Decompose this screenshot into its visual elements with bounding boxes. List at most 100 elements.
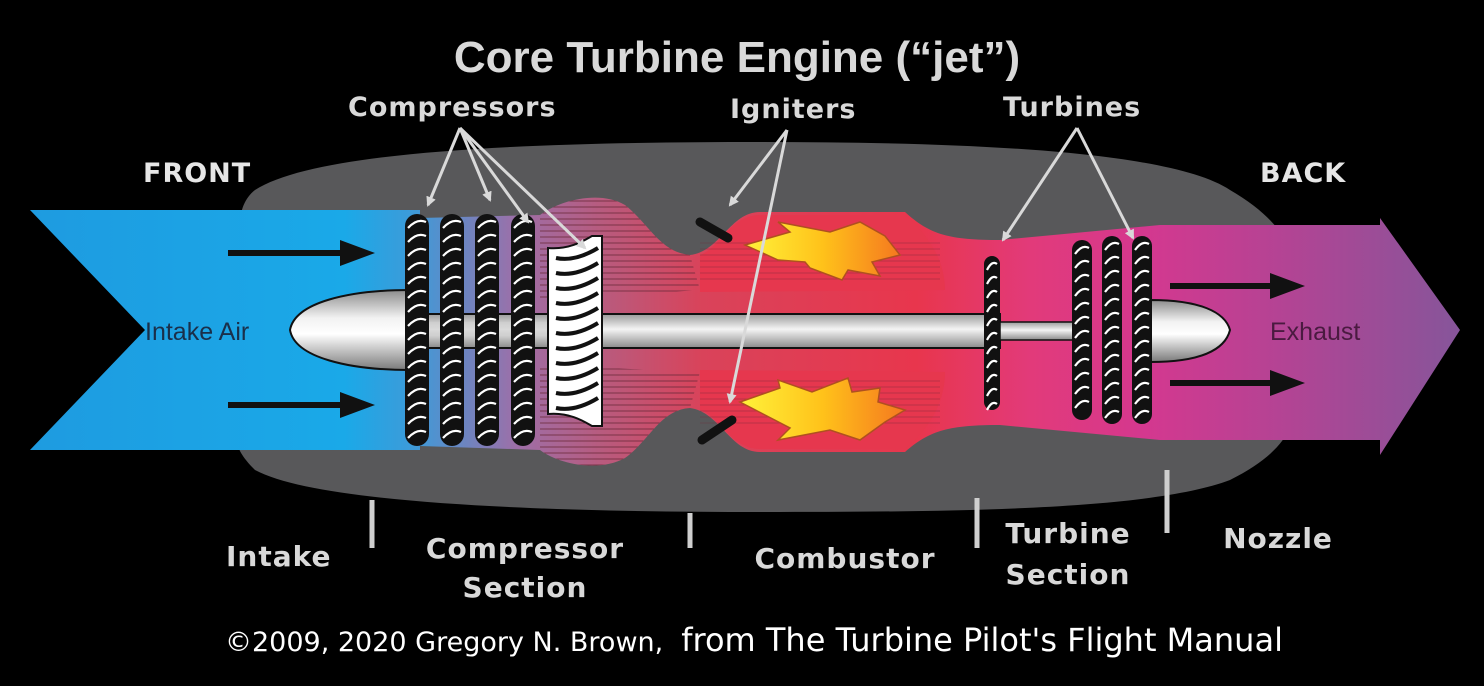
blade-stroke xyxy=(407,401,427,411)
blade-stroke xyxy=(1074,259,1090,269)
blade-stroke xyxy=(513,261,533,271)
leader-igniter-upper xyxy=(728,129,789,207)
blade-stroke xyxy=(477,303,497,313)
leader-turbine-2 xyxy=(1075,127,1135,240)
section-compressor-line2: Section xyxy=(463,571,588,604)
blade-stroke xyxy=(442,415,462,425)
blade-stroke xyxy=(1074,329,1090,339)
blade-stroke xyxy=(1104,409,1120,419)
blade-stroke xyxy=(407,275,427,285)
blade-stroke xyxy=(1074,245,1090,255)
blade-stroke xyxy=(407,345,427,355)
compressor-disc-3 xyxy=(475,214,499,446)
blade-stroke xyxy=(1074,315,1090,325)
leader-turbine-1 xyxy=(1001,127,1079,242)
blade-stroke xyxy=(1104,381,1120,391)
blade-stroke xyxy=(513,345,533,355)
blade-stroke xyxy=(986,373,998,383)
blade-stroke xyxy=(1074,371,1090,381)
blade-stroke xyxy=(513,289,533,299)
blade-stroke xyxy=(1074,287,1090,297)
blade-stroke xyxy=(442,359,462,369)
blade-stroke xyxy=(1074,343,1090,353)
blade-stroke xyxy=(986,317,998,327)
exhaust-label: Exhaust xyxy=(1270,318,1360,346)
blade-stroke xyxy=(513,401,533,411)
leader-compressor-2 xyxy=(458,127,492,202)
section-combustor: Combustor xyxy=(754,542,935,575)
compressors-callout: Compressors xyxy=(348,92,557,123)
blade-stroke xyxy=(1134,255,1150,265)
blade-stroke xyxy=(407,331,427,341)
blade-stroke xyxy=(477,289,497,299)
impeller-vane xyxy=(555,276,600,291)
blade-stroke xyxy=(442,331,462,341)
turbines-callout: Turbines xyxy=(1003,92,1141,123)
impeller-vane xyxy=(555,366,600,381)
blade-stroke xyxy=(477,247,497,257)
blade-stroke xyxy=(442,275,462,285)
turbine-disc-1 xyxy=(984,256,1000,411)
section-intake: Intake xyxy=(226,540,332,573)
blade-stroke xyxy=(513,359,533,369)
blade-stroke xyxy=(986,359,998,369)
blade-stroke xyxy=(477,429,497,439)
compressor-disc-2 xyxy=(440,214,464,446)
blade-stroke xyxy=(1104,311,1120,321)
section-turbine-line2: Section xyxy=(1006,558,1131,591)
blade-stroke xyxy=(442,373,462,383)
impeller-vane xyxy=(555,336,600,351)
blade-stroke xyxy=(1134,325,1150,335)
impeller-vane xyxy=(555,246,600,261)
section-compressor-line1: Compressor xyxy=(426,532,624,565)
blade-stroke xyxy=(1134,409,1150,419)
leader-compressor-1 xyxy=(426,127,462,207)
blade-stroke xyxy=(477,261,497,271)
impeller-vane xyxy=(555,321,600,336)
blade-stroke xyxy=(477,387,497,397)
blade-stroke xyxy=(1104,325,1120,335)
back-label: BACK xyxy=(1260,158,1346,189)
nose-spinner xyxy=(288,288,411,372)
blade-stroke xyxy=(477,373,497,383)
flame-lower xyxy=(738,377,907,442)
turbine-disc-3 xyxy=(1102,236,1122,424)
impeller-vane xyxy=(555,261,600,276)
blade-stroke xyxy=(407,261,427,271)
front-label: FRONT xyxy=(143,158,251,189)
blade-stroke xyxy=(986,401,998,411)
impeller-vane xyxy=(555,291,600,306)
blade-stroke xyxy=(513,373,533,383)
blade-stroke xyxy=(442,387,462,397)
blade-stroke xyxy=(442,261,462,271)
credit-source: from The Turbine Pilot's Flight Manual xyxy=(681,621,1283,659)
blade-stroke xyxy=(477,415,497,425)
igniter-plug-lower xyxy=(697,415,737,445)
blade-stroke xyxy=(513,275,533,285)
blade-stroke xyxy=(442,401,462,411)
impeller-vane xyxy=(555,351,600,366)
blade-stroke xyxy=(513,387,533,397)
blade-stroke xyxy=(1134,353,1150,363)
blade-stroke xyxy=(477,317,497,327)
blade-stroke xyxy=(1134,297,1150,307)
blade-stroke xyxy=(1104,367,1120,377)
blade-stroke xyxy=(407,247,427,257)
intake-arrow-lower xyxy=(228,392,375,418)
blade-stroke xyxy=(1134,269,1150,279)
blade-stroke xyxy=(477,331,497,341)
blade-stroke xyxy=(442,303,462,313)
blade-stroke xyxy=(442,219,462,229)
section-nozzle: Nozzle xyxy=(1223,522,1333,555)
blade-stroke xyxy=(442,429,462,439)
blade-stroke xyxy=(1104,297,1120,307)
callout-leaders xyxy=(426,126,1135,404)
blade-stroke xyxy=(442,289,462,299)
blade-stroke xyxy=(986,275,998,285)
credit-copyright: ©2009, 2020 Gregory N. Brown, xyxy=(225,627,663,658)
blade-stroke xyxy=(513,429,533,439)
blade-stroke xyxy=(1104,283,1120,293)
blade-stroke xyxy=(407,359,427,369)
blade-stroke xyxy=(1134,241,1150,251)
